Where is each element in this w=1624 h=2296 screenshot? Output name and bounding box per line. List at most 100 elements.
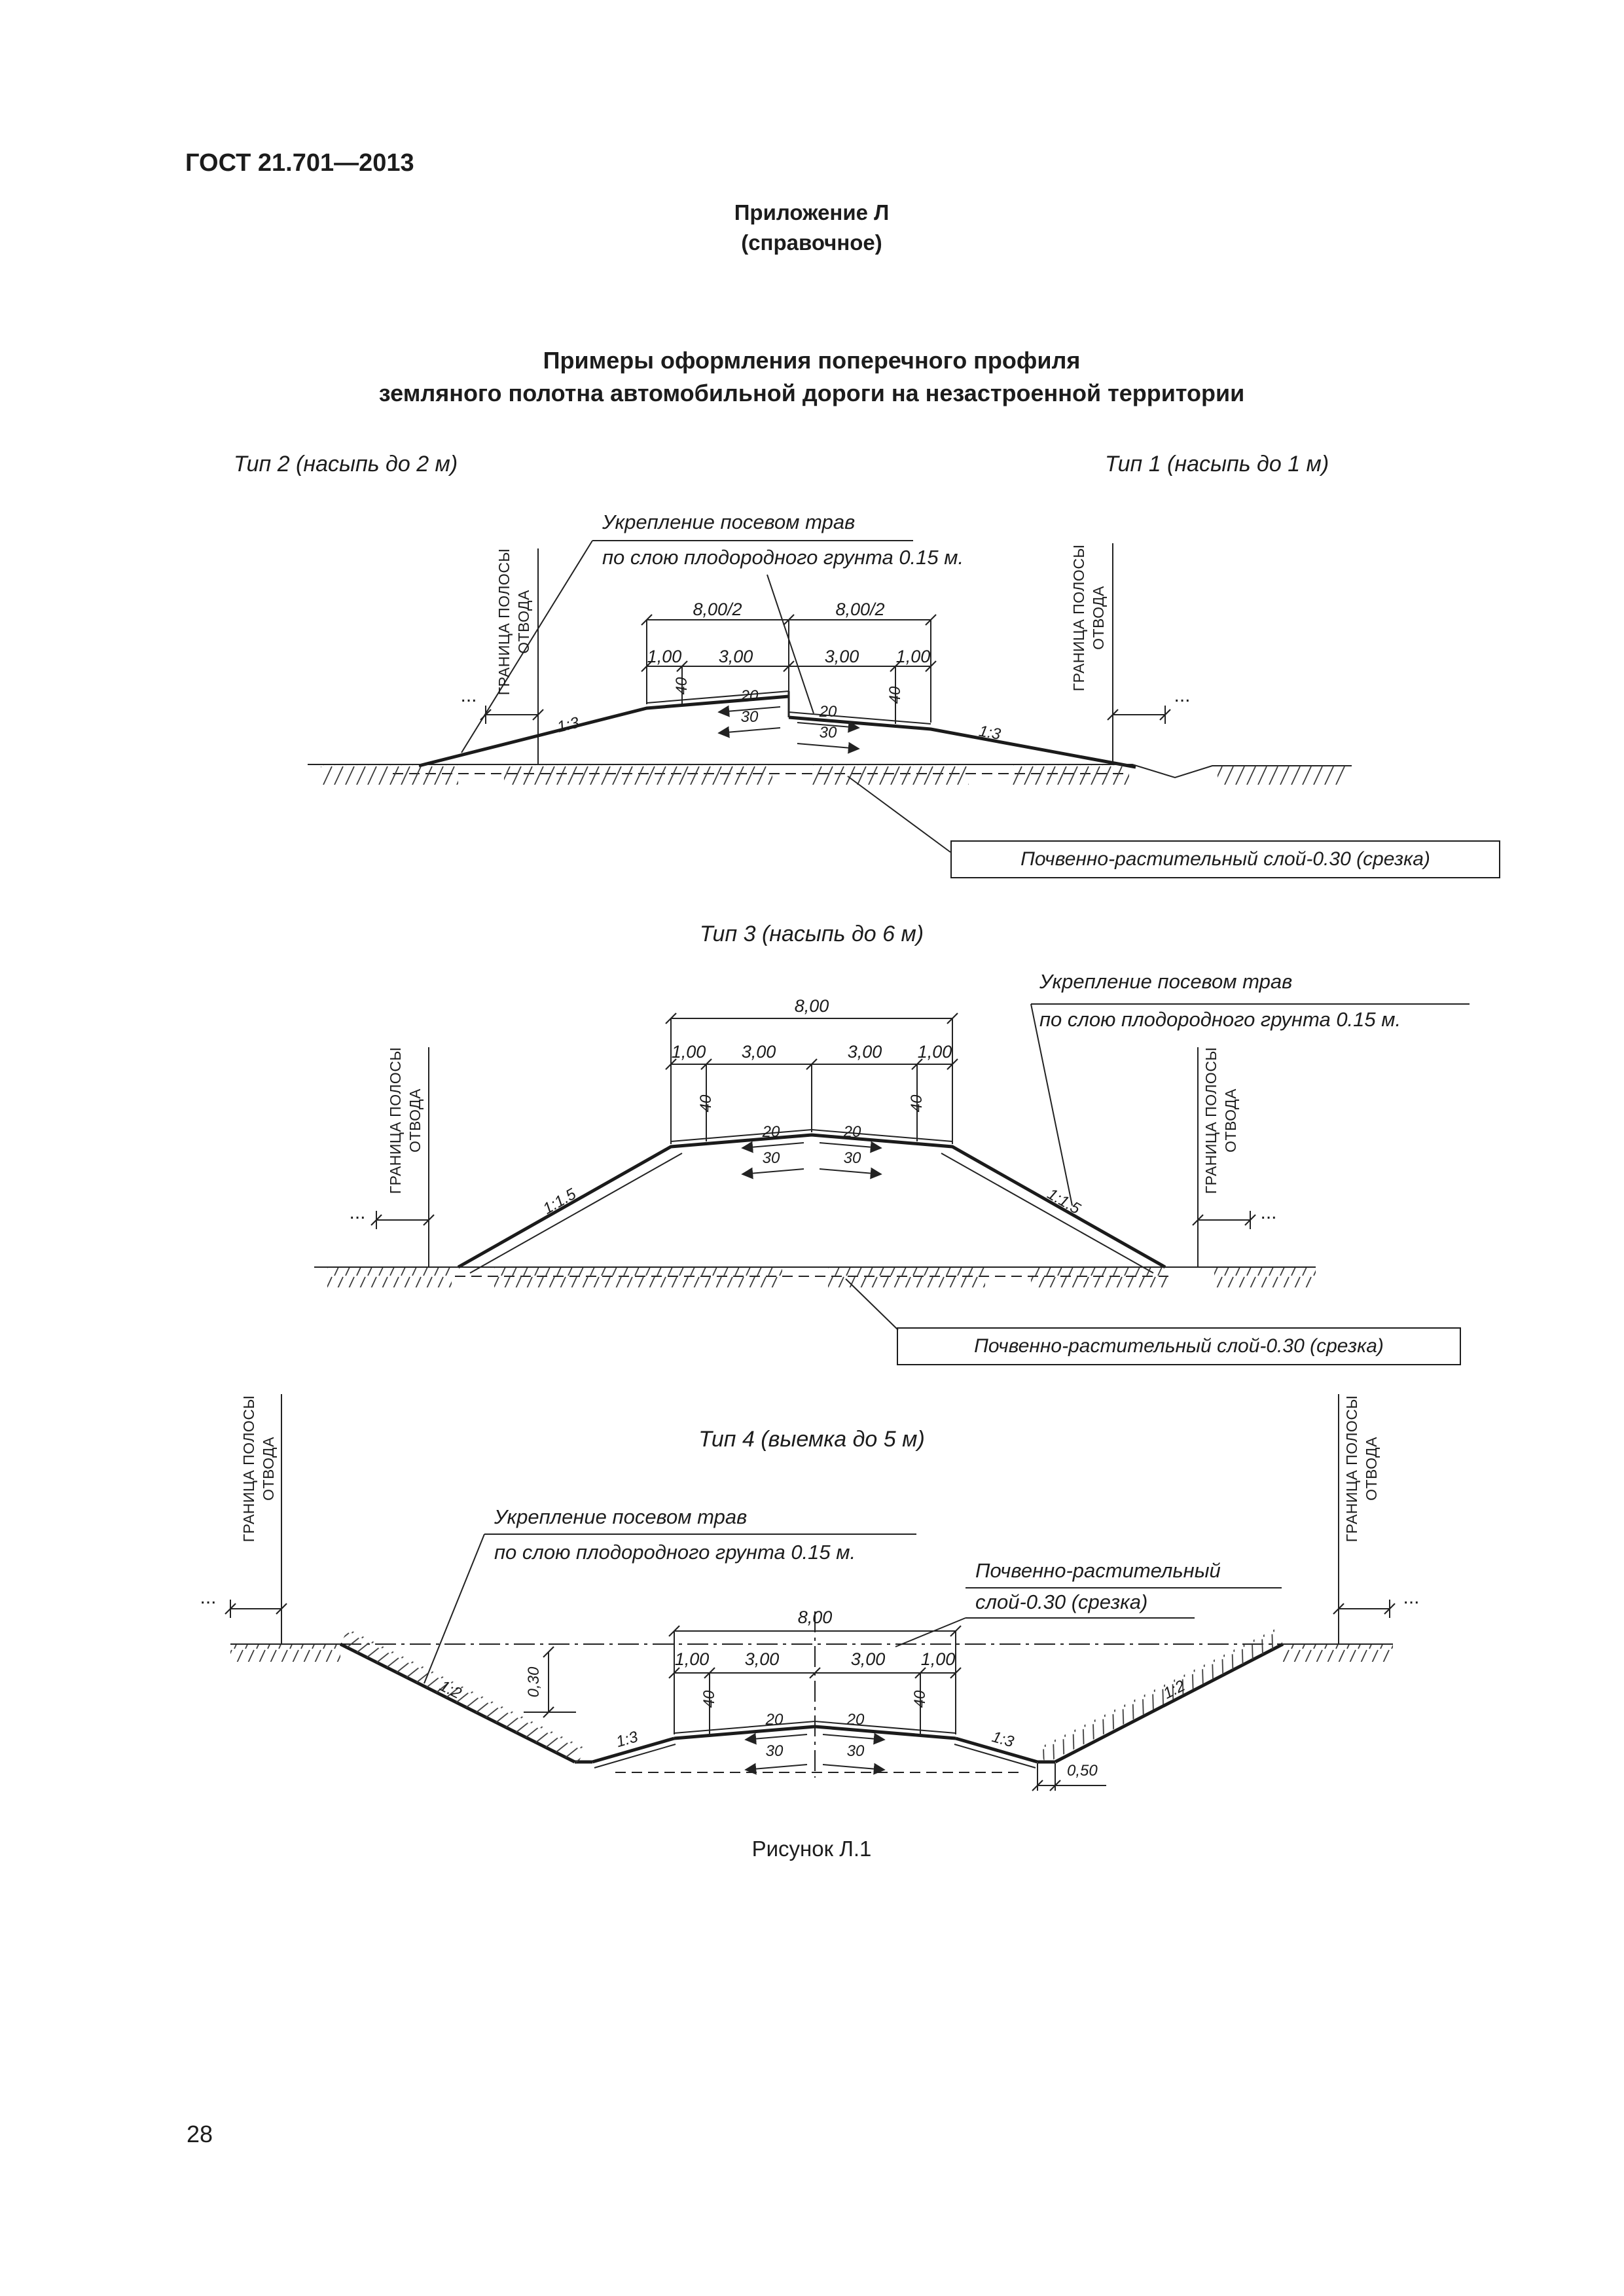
d3-dim-ditch-width: 0,50 (1067, 1762, 1098, 1780)
d1-slope40-left: 40 (673, 677, 691, 695)
d3-dim-width: 8,00 (797, 1607, 833, 1627)
d2-topsoil-label: Почвенно-растительный слой-0.30 (срезка) (974, 1335, 1384, 1357)
boundary-line2: ОТВОДА (1363, 1437, 1380, 1501)
d1-dots-right: ... (1174, 685, 1191, 706)
d2-topsoil-callout-box: Почвенно-растительный слой-0.30 (срезка) (897, 1327, 1461, 1365)
boundary-line2: ОТВОДА (515, 590, 532, 654)
d2-slope20-left: 20 (762, 1123, 780, 1141)
d1-dim-lane-left: 3,00 (718, 647, 753, 666)
d3-ground-and-cut (230, 1611, 1393, 1778)
d1-ratio-right: 1:3 (977, 722, 1002, 744)
d3-dim-lane-right: 3,00 (850, 1649, 886, 1669)
d1-topsoil-label: Почвенно-растительный слой-0.30 (срезка) (1020, 848, 1430, 870)
boundary-line1: ГРАНИЦА ПОЛОСЫ (240, 1395, 258, 1543)
page-title-line2: земляного полотна автомобильной дороги н… (378, 380, 1245, 406)
d1-grass-label-line2: по слою плодородного грунта 0.15 м. (602, 546, 964, 569)
d1-topsoil-callout-box: Почвенно-растительный слой-0.30 (срезка) (950, 840, 1500, 878)
d3-dots-left: ... (200, 1587, 217, 1608)
d2-grass-label-line2: по слою плодородного грунта 0.15 м. (1039, 1008, 1401, 1031)
d2-boundary-right: ГРАНИЦА ПОЛОСЫ ОТВОДА (1202, 1047, 1241, 1194)
d1-dim-halfwidth-right: 8,00/2 (835, 600, 885, 619)
d3-dim-depth: 0,30 (525, 1666, 543, 1698)
d1-dim-lane-right: 3,00 (824, 647, 859, 666)
d3-slope20-left: 20 (765, 1711, 784, 1729)
d2-dim-shoulder-right: 1,00 (917, 1042, 952, 1062)
d3-boundary-right: ГРАНИЦА ПОЛОСЫ ОТВОДА (1343, 1395, 1382, 1543)
d2-slope20-right: 20 (843, 1123, 861, 1141)
d1-boundary-left: ГРАНИЦА ПОЛОСЫ ОТВОДА (495, 548, 534, 696)
d3-dim-lane-left: 3,00 (744, 1649, 780, 1669)
d3-grass-label-line2: по слою плодородного грунта 0.15 м. (494, 1541, 856, 1564)
d3-leader-lines (424, 1534, 1282, 1684)
d1-dots-left: ... (460, 685, 477, 706)
d1-slope30-left: 30 (740, 708, 759, 726)
d3-dots-right: ... (1403, 1587, 1420, 1608)
boundary-line1: ГРАНИЦА ПОЛОСЫ (387, 1047, 405, 1194)
d3-boundary-left: ГРАНИЦА ПОЛОСЫ ОТВОДА (240, 1395, 279, 1543)
d2-boundary-left: ГРАНИЦА ПОЛОСЫ ОТВОДА (386, 1047, 425, 1194)
d2-grass-label-line1: Укрепление посевом трав (1039, 970, 1293, 993)
d2-dim-lane-right: 3,00 (847, 1042, 882, 1062)
page-number: 28 (187, 2121, 213, 2147)
boundary-line2: ОТВОДА (1090, 586, 1107, 650)
d3-topsoil-label-line1: Почвенно-растительный (975, 1559, 1221, 1582)
d1-leader-lines (461, 540, 951, 853)
d1-slope-arrows (717, 705, 860, 754)
d2-dimension-lines (664, 1012, 959, 1144)
section-type2-title: Тип 2 (насыпь до 2 м) (234, 452, 458, 476)
diagram2-linework (314, 1003, 1470, 1331)
d2-ground-line (314, 1266, 1316, 1287)
section-type3-title: Тип 3 (насыпь до 6 м) (699, 922, 924, 946)
d3-dimension-lines (524, 1624, 1106, 1792)
d1-slope20-left: 20 (740, 687, 759, 705)
d1-embankment-profile (418, 691, 1136, 769)
d3-slope40-left: 40 (700, 1690, 719, 1708)
boundary-line2: ОТВОДА (1222, 1088, 1239, 1153)
d2-slope-arrows (741, 1141, 882, 1179)
d3-slope30-right: 30 (846, 1742, 865, 1760)
d1-slope40-right: 40 (886, 686, 905, 704)
d1-slope20-right: 20 (819, 703, 837, 721)
d3-topsoil-label-line2: слой-0.30 (срезка) (975, 1590, 1148, 1613)
d2-slope30-left: 30 (762, 1149, 780, 1167)
d2-embankment-profile (457, 1128, 1166, 1274)
d3-grass-label-line1: Укрепление посевом трав (494, 1505, 748, 1528)
d2-slope40-right: 40 (908, 1094, 926, 1113)
section-type4-title: Тип 4 (выемка до 5 м) (698, 1427, 925, 1452)
figure-caption: Рисунок Л.1 (751, 1837, 872, 1861)
d3-dim-shoulder-right: 1,00 (920, 1649, 956, 1669)
d2-dim-lane-left: 3,00 (741, 1042, 776, 1062)
d1-right-of-way-lines (479, 543, 1172, 764)
d2-slope40-left: 40 (697, 1094, 715, 1113)
appendix-type: (справочное) (741, 230, 882, 255)
boundary-line1: ГРАНИЦА ПОЛОСЫ (1202, 1047, 1220, 1194)
d1-grass-label-line1: Укрепление посевом трав (602, 511, 856, 533)
d3-slope-arrows (744, 1732, 886, 1775)
boundary-line1: ГРАНИЦА ПОЛОСЫ (496, 548, 513, 696)
section-type1-title: Тип 1 (насыпь до 1 м) (1105, 452, 1329, 476)
d2-dim-width: 8,00 (794, 996, 829, 1016)
d2-dots-left: ... (349, 1202, 366, 1223)
d3-right-of-way-lines (224, 1394, 1396, 1644)
d3-dim-shoulder-left: 1,00 (674, 1649, 710, 1669)
d1-dim-shoulder-right: 1,00 (895, 647, 931, 666)
d3-slope30-left: 30 (765, 1742, 784, 1760)
d1-boundary-right: ГРАНИЦА ПОЛОСЫ ОТВОДА (1070, 545, 1109, 692)
d2-leader-lines (845, 1003, 1470, 1331)
d1-dim-shoulder-left: 1,00 (647, 647, 682, 666)
d3-slope20-right: 20 (846, 1711, 865, 1729)
d1-dimension-lines (640, 613, 937, 724)
diagram1-linework (308, 540, 1352, 853)
d2-dots-right: ... (1260, 1202, 1277, 1223)
boundary-line1: ГРАНИЦА ПОЛОСЫ (1343, 1395, 1361, 1543)
d1-slope30-right: 30 (819, 724, 837, 742)
page-title-line1: Примеры оформления поперечного профиля (543, 347, 1081, 374)
boundary-line2: ОТВОДА (260, 1437, 277, 1501)
diagram3-linework (224, 1394, 1396, 1792)
d3-slope40-right: 40 (911, 1690, 929, 1708)
standard-number: ГОСТ 21.701—2013 (185, 149, 414, 177)
appendix-title: Приложение Л (734, 200, 890, 224)
d1-ground-line (308, 764, 1352, 785)
d2-slope30-right: 30 (843, 1149, 861, 1167)
